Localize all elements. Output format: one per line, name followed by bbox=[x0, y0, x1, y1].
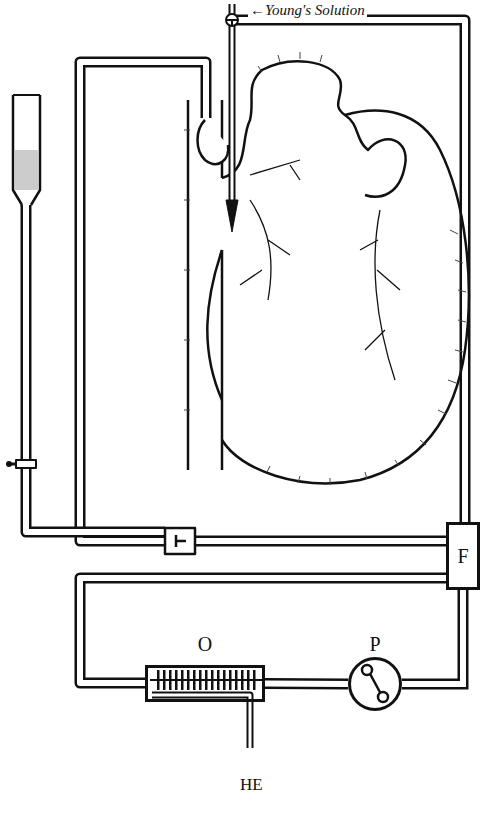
part-letter: F bbox=[446, 546, 480, 566]
filter-box: F bbox=[446, 522, 480, 590]
inflow-cannula bbox=[226, 4, 238, 232]
oxygenator-fins bbox=[150, 670, 262, 690]
oxygenator-box: O bbox=[145, 630, 265, 702]
part-label: HE bbox=[238, 776, 265, 793]
pump-rotor bbox=[362, 665, 388, 702]
pump-circle: P bbox=[348, 630, 402, 711]
box-outline bbox=[145, 665, 265, 702]
heat-exchanger bbox=[152, 695, 250, 748]
part-letter: P bbox=[348, 634, 402, 654]
tubing bbox=[26, 20, 465, 683]
tube-connector bbox=[402, 590, 463, 684]
solution-label: ←Young's Solution bbox=[248, 3, 367, 18]
heart bbox=[184, 52, 469, 485]
junction bbox=[165, 528, 195, 554]
tube-connector bbox=[265, 683, 348, 685]
pump-outline bbox=[348, 657, 402, 711]
reservoir bbox=[6, 95, 40, 468]
part-letter: O bbox=[145, 634, 265, 654]
